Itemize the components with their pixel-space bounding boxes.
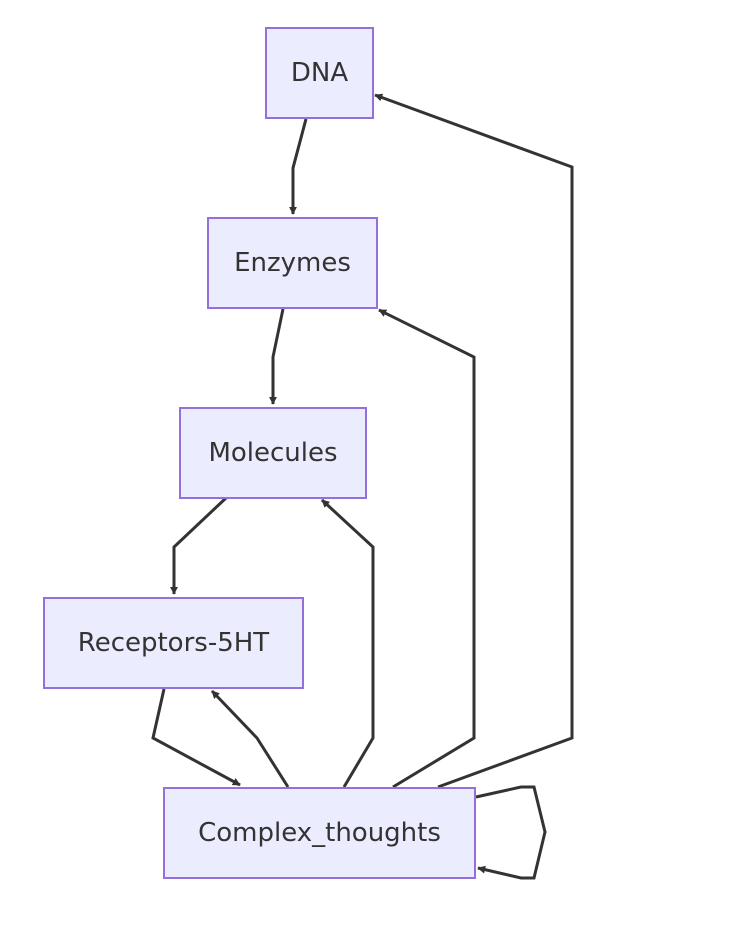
- node-enzymes-label: Enzymes: [234, 248, 351, 278]
- edge-complex-molecules: [320, 498, 375, 788]
- node-dna-label: DNA: [291, 58, 348, 88]
- node-dna[interactable]: DNA: [265, 27, 374, 119]
- node-receptors[interactable]: Receptors-5HT: [43, 597, 304, 689]
- node-enzymes-box: [207, 217, 378, 309]
- node-complex[interactable]: Complex_thoughts: [163, 787, 476, 879]
- node-complex-box: [163, 787, 476, 879]
- edges: [151, 93, 574, 880]
- edge-complex-dna: [374, 93, 574, 789]
- node-molecules-label: Molecules: [208, 438, 337, 468]
- edge-complex-receptors: [210, 689, 290, 788]
- edge-enzymes-molecules: [269, 308, 285, 405]
- edge-molecules-receptors: [170, 496, 228, 595]
- node-receptors-label: Receptors-5HT: [78, 628, 270, 658]
- node-molecules[interactable]: Molecules: [179, 407, 367, 499]
- node-molecules-box: [179, 407, 367, 499]
- edge-complex-enzymes: [378, 308, 476, 789]
- edge-receptors-complex: [151, 688, 241, 787]
- node-dna-box: [265, 27, 374, 119]
- edge-dna-enzymes: [289, 118, 308, 215]
- node-complex-label: Complex_thoughts: [198, 818, 441, 848]
- edge-complex-self: [475, 785, 547, 880]
- node-enzymes[interactable]: Enzymes: [207, 217, 378, 309]
- node-receptors-box: [43, 597, 304, 689]
